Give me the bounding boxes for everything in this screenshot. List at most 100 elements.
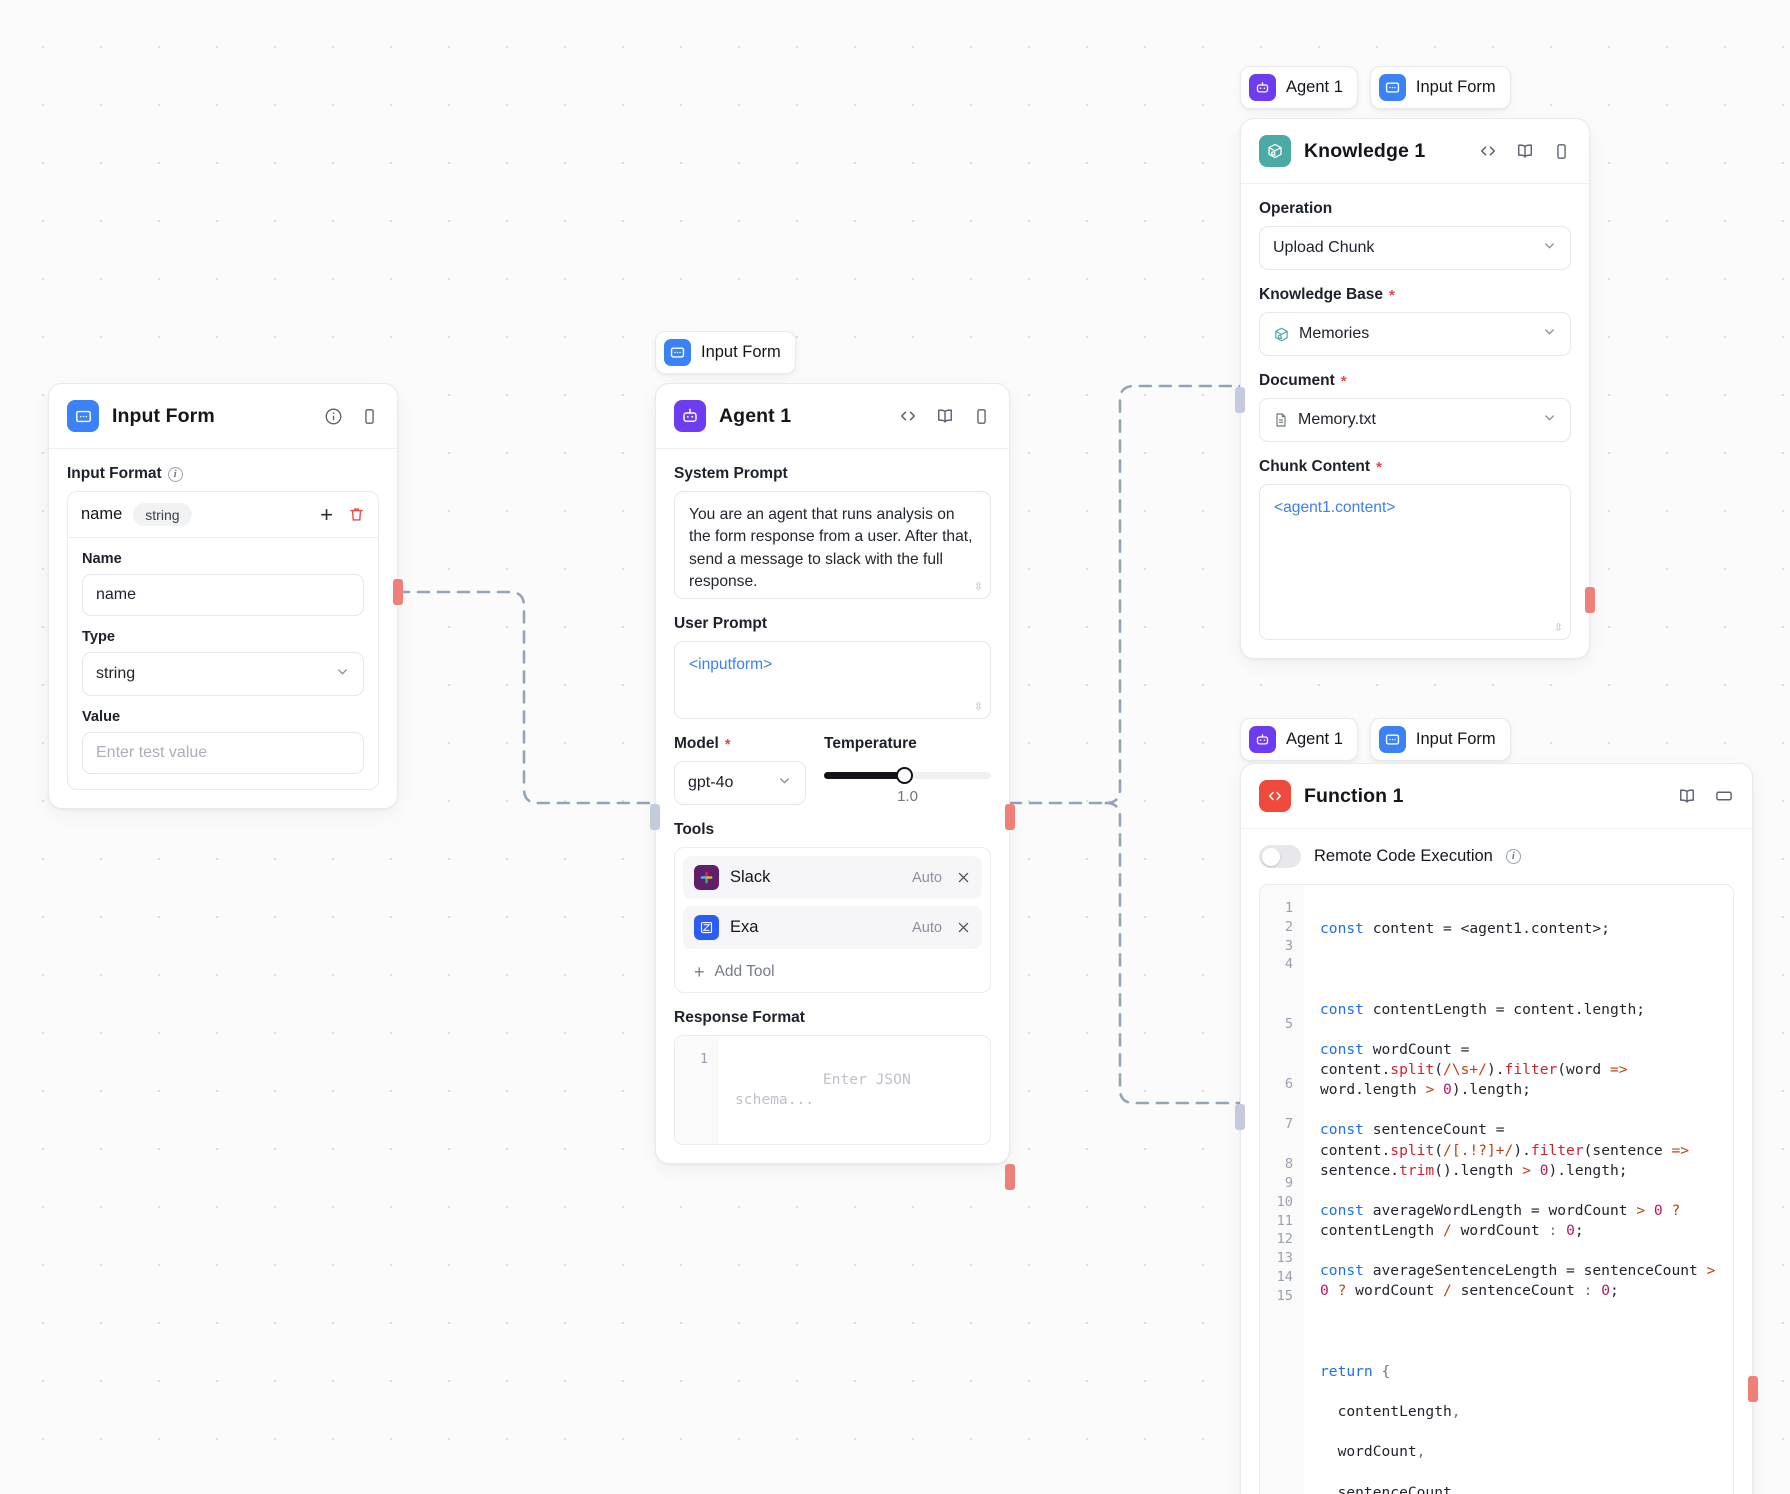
tag-input-form[interactable]: Input Form [1369,66,1511,109]
temperature-slider[interactable] [824,767,991,784]
remote-code-execution-label: Remote Code Execution [1314,847,1493,865]
input-form-node[interactable]: Input Form Input Format i [48,383,403,809]
document-select[interactable]: Memory.txt [1259,398,1571,442]
temperature-value: 1.0 [897,788,918,805]
node-body: Operation Upload Chunk Knowledge Base* [1241,184,1589,658]
editor-gutter: 1 2 3 4 5 6 7 8 9 10 11 12 13 14 15 [1260,885,1304,1494]
output-handle[interactable] [1748,1376,1758,1402]
response-format-editor[interactable]: 1 Enter JSON schema... [674,1035,991,1145]
input-handle[interactable] [650,804,660,830]
resize-grip-icon[interactable]: ⇳ [973,581,983,593]
line-number: 10 [1276,1193,1293,1210]
code-line [1320,959,1719,979]
tag-input-form[interactable]: Input Form [655,331,796,374]
editor-content[interactable]: const content = <agent1.content>; const … [1304,885,1733,1494]
field-type-chip: string [133,503,192,526]
user-prompt-textarea[interactable]: <inputform> ⇳ [674,641,991,719]
tag-agent-1[interactable]: Agent 1 [1240,718,1358,761]
function-code-editor[interactable]: 1 2 3 4 5 6 7 8 9 10 11 12 13 14 15 cons… [1259,884,1734,1494]
output-handle-secondary[interactable] [1005,1164,1015,1190]
panel-right-icon[interactable] [1552,142,1571,161]
output-handle[interactable] [393,579,403,605]
add-field-button[interactable]: + [320,501,333,527]
slider-knob[interactable] [895,767,913,784]
name-input[interactable]: name [82,574,364,616]
book-icon[interactable] [935,406,955,426]
input-form-icon [1378,74,1406,101]
tool-mode[interactable]: Auto [911,919,942,936]
tag-agent-1[interactable]: Agent 1 [1240,66,1358,109]
info-icon[interactable] [324,407,343,426]
model-select[interactable]: gpt-4o [674,761,806,805]
tool-mode[interactable]: Auto [911,869,942,886]
tool-item[interactable]: Exa Auto [683,906,982,949]
code-line: const sentenceCount = content.split(/[.!… [1320,1121,1690,1179]
tag-label: Input Form [1415,730,1496,748]
knowledge-input-tags: Agent 1 Input Form [1240,66,1511,109]
add-tool-label: Add Tool [714,963,775,980]
remote-code-execution-toggle[interactable] [1259,845,1301,868]
node-title: Input Form [112,404,215,427]
tool-name: Slack [730,868,771,886]
knowledge-node[interactable]: Knowledge 1 Operation Upload Chunk [1235,118,1595,659]
book-icon[interactable] [1515,141,1535,161]
slider-fill [824,772,905,779]
required-mark: * [1389,286,1395,304]
panel-right-icon[interactable] [360,407,379,426]
resize-grip-icon[interactable]: ⇳ [973,701,983,713]
function-node[interactable]: Function 1 Remote Code Execution i [1235,763,1758,1494]
toggle-knob [1262,847,1280,866]
value-input[interactable]: Enter test value [82,732,364,774]
output-handle[interactable] [1005,804,1015,830]
node-body: Remote Code Execution i 1 2 3 4 5 6 7 8 … [1241,829,1752,1494]
code-line: const wordCount = content.split(/\s+/).f… [1320,1040,1628,1099]
response-format-placeholder: Enter JSON schema... [735,1071,920,1109]
document-label: Document* [1259,372,1347,390]
input-handle[interactable] [1235,1104,1245,1130]
output-handle[interactable] [1585,587,1595,613]
agent-icon [674,400,706,432]
agent-input-tags: Input Form [655,331,796,374]
line-number: 15 [1276,1287,1293,1304]
code-icon[interactable] [1478,141,1498,161]
code-line: const content = <agent1.content>; [1320,920,1610,938]
book-icon[interactable] [1677,786,1697,806]
operation-select-value: Upload Chunk [1273,239,1375,256]
code-icon[interactable] [898,406,918,426]
knowledge-base-select[interactable]: Memories [1259,312,1571,356]
chevron-down-icon [1542,410,1557,430]
info-icon[interactable]: i [1505,849,1521,864]
resize-grip-icon[interactable]: ⇳ [1553,622,1563,634]
code-line: return { [1320,1362,1391,1380]
chunk-content-textarea[interactable]: <agent1.content> ⇳ [1259,484,1571,640]
panel-bottom-icon[interactable] [1714,786,1734,806]
input-handle[interactable] [1235,387,1245,413]
remove-tool-button[interactable] [956,870,971,885]
input-form-icon [664,339,691,366]
agent-icon [1249,726,1276,753]
input-form-icon [67,400,99,432]
line-number: 8 [1284,1156,1293,1173]
line-number: 2 [1284,918,1293,935]
system-prompt-textarea[interactable]: You are an agent that runs analysis on t… [674,491,991,599]
tools-label: Tools [674,821,715,838]
editor-content[interactable]: Enter JSON schema... [719,1036,990,1144]
tool-item[interactable]: Slack Auto [683,856,982,899]
type-select[interactable]: string [82,652,364,696]
type-label: Type [82,629,115,645]
operation-select[interactable]: Upload Chunk [1259,226,1571,270]
info-icon[interactable]: i [167,466,183,482]
panel-right-icon[interactable] [972,407,991,426]
delete-field-button[interactable] [348,506,365,523]
tag-input-form[interactable]: Input Form [1369,718,1511,761]
code-line: contentLength, [1320,1403,1461,1421]
chevron-down-icon [777,773,792,793]
field-name: name [81,505,123,523]
function-input-tags: Agent 1 Input Form [1240,718,1511,761]
agent-node[interactable]: Agent 1 System Prompt You are an agent t… [650,383,1015,1190]
remove-tool-button[interactable] [956,920,971,935]
input-form-icon [1378,726,1406,753]
add-tool-button[interactable]: + Add Tool [683,956,982,984]
agent-icon [1249,74,1276,101]
